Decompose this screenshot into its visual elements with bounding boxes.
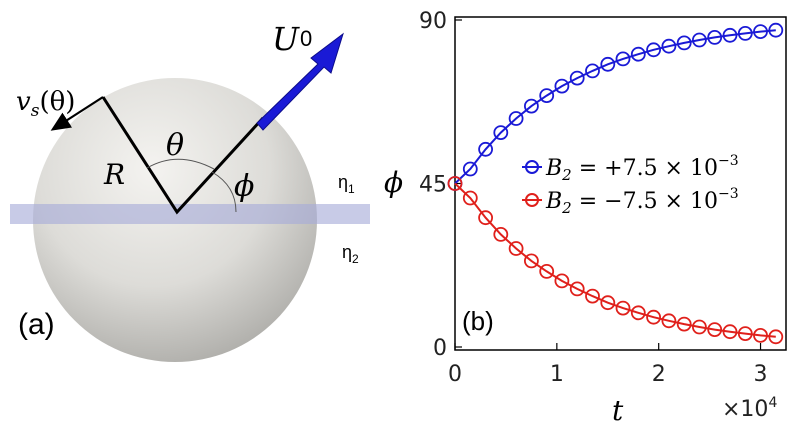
- series-0-point-21: [768, 22, 784, 38]
- interface-band: [10, 204, 370, 224]
- series-0-point-15: [676, 35, 692, 51]
- series-1-point-12: [630, 305, 646, 321]
- x-tick-label-2: 2: [652, 362, 666, 387]
- series-1-point-20: [753, 327, 768, 343]
- x-tick-label-3: 3: [754, 362, 768, 387]
- series-1-point-6: [539, 263, 555, 279]
- y-tick-label-1: 45: [419, 173, 447, 198]
- x-multiplier: ×104: [722, 395, 777, 422]
- theta-label: θ: [166, 128, 184, 163]
- series-1-point-5: [524, 253, 539, 269]
- series-0-point-8: [569, 70, 585, 86]
- legend-marker-positive: [525, 160, 539, 174]
- legend-entry-positive: B2 = +7.5 × 10−3: [545, 153, 739, 184]
- swim-direction-arrow: [256, 32, 344, 131]
- series-0-point-3: [493, 125, 509, 141]
- plot-frame: [454, 16, 787, 351]
- series-1-point-16: [692, 319, 707, 335]
- series-1-point-21: [768, 329, 784, 345]
- series-0-point-5: [524, 98, 539, 114]
- series-0-point-4: [508, 111, 524, 126]
- panel-b: 0 1 2 3 0 45 90 ϕ t ×104 (b) B2 = +7.5 × 10−3 …: [384, 9, 787, 427]
- series-0-point-13: [646, 42, 661, 58]
- series-0-point-20: [753, 24, 768, 40]
- eta2-label: η2: [342, 242, 359, 266]
- series-0-point-18: [722, 27, 738, 43]
- slip-velocity-arrow: [50, 96, 104, 131]
- series-1-point-10: [600, 295, 616, 311]
- y-tick-label-2: 90: [419, 9, 447, 34]
- series-0-point-9: [585, 63, 600, 79]
- series-line-0: [454, 29, 776, 185]
- y-axis-label: ϕ: [384, 166, 403, 199]
- velocity-label: U0: [272, 20, 312, 58]
- series-1-point-3: [493, 226, 509, 242]
- series-1-point-17: [707, 322, 723, 338]
- series-1-point-7: [554, 273, 570, 289]
- series-0-point-14: [661, 38, 677, 54]
- series-1-point-14: [661, 313, 677, 329]
- eta1-label: η1: [338, 172, 355, 196]
- series-0-point-7: [554, 78, 570, 94]
- series-1-point-18: [722, 324, 738, 340]
- legend-entry-negative: B2 = −7.5 × 10−3: [545, 186, 739, 217]
- slip-velocity-label: vs(θ): [16, 87, 75, 121]
- series-1-point-11: [615, 300, 631, 316]
- legend: B2 = +7.5 × 10−3 B2 = −7.5 × 10−3: [522, 153, 739, 217]
- series-1-point-9: [585, 288, 600, 304]
- panel-b-label: (b): [462, 306, 494, 336]
- series-1-point-19: [737, 326, 753, 342]
- series-0-point-12: [630, 46, 646, 62]
- series-1-point-15: [676, 316, 692, 332]
- legend-marker-negative: [525, 193, 539, 207]
- series-1-point-13: [646, 309, 661, 325]
- series-0-point-17: [707, 30, 723, 45]
- series-0-point-16: [692, 32, 707, 48]
- series-0-point-10: [600, 56, 616, 72]
- series-0-point-1: [462, 161, 478, 177]
- series-0-point-6: [539, 88, 555, 103]
- phi-arc: [211, 171, 237, 213]
- series-1-point-0: [447, 176, 463, 191]
- series-1-point-8: [569, 281, 585, 297]
- radius-lines: [101, 96, 265, 215]
- phi-label: ϕ: [234, 169, 254, 204]
- x-tick-label-0: 0: [448, 362, 462, 387]
- x-tick-label-1: 1: [550, 362, 564, 387]
- series-line-1: [454, 182, 776, 338]
- series-0-point-19: [737, 26, 753, 41]
- panel-a-label: (a): [18, 308, 55, 341]
- series-1-point-1: [462, 190, 478, 206]
- series-1-point-2: [478, 210, 494, 226]
- theta-arc: [146, 158, 215, 170]
- radius-label: R: [103, 158, 125, 191]
- series-1-point-4: [508, 241, 524, 256]
- series-0-point-2: [478, 141, 494, 157]
- plot-area: 0 1 2 3 0 45 90: [419, 9, 784, 387]
- y-tick-label-0: 0: [433, 336, 447, 361]
- panel-a: U0 vs(θ) R θ ϕ η1 η2 (a): [10, 20, 370, 362]
- series-0-point-11: [615, 51, 631, 67]
- x-axis-label: t: [612, 394, 624, 427]
